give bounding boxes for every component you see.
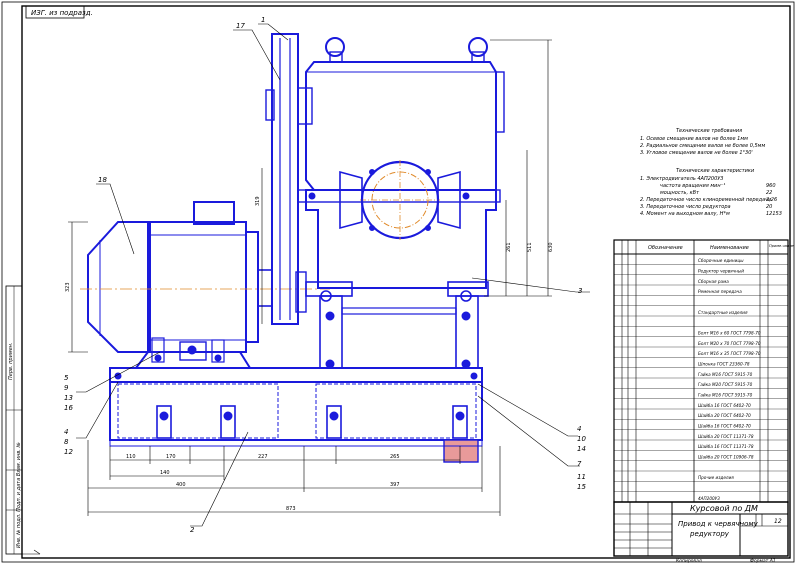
spec-row-text: Шайба 16 ГОСТ 6402-70 [698,403,751,408]
tech-char-value-4: 2,26 [766,197,777,203]
callout-8: 8 [64,438,69,446]
dim-base-170: 170 [166,454,176,460]
tech-req-line-1: 1. Осевое смещение валов не более 1мм [640,136,748,142]
dim-gear-h1: 261 [506,242,512,252]
spec-header-name: Наименование [710,245,749,251]
spec-row-text: Прочие изделия [698,475,734,480]
title-block: Курсовой по ДМ Привод к червячному редук… [613,501,789,557]
tech-char-value-5: 20 [766,204,772,210]
tech-char-label-5: 3. Передаточное число редуктора [640,204,731,210]
callout-17: 17 [236,22,245,30]
tech-char-label-1: 1. Электродвигатель 4АП200У3 [640,176,724,182]
callout-4-left: 4 [64,428,68,436]
spec-row-text: Стандартные изделия [698,310,748,315]
spec-header-designation: Обозначение [648,245,683,251]
dimension-labels: 323 319 261 511 630 110 170 227 265 140 … [65,196,554,512]
spec-row-text: 4АП200У3 [698,496,720,501]
spec-row-text: Болт М16 х 35 ГОСТ 7798-70 [698,351,761,356]
callout-18: 18 [98,176,107,184]
spec-row-text: Шайба 16 ГОСТ 11371-78 [698,444,754,449]
callout-12: 12 [64,448,73,456]
dim-base-397: 397 [390,482,400,488]
left-strip: Перв. примен. Инв. № подл. Подп. и дата … [5,285,23,555]
left-strip-label-2: Инв. № подл. Подп. и дата Взам. инв. № [16,442,22,548]
callout-9: 9 [64,384,69,392]
callout-leaders [76,23,590,527]
callout-7: 7 [577,460,582,468]
spec-row-text: Шайба 20 ГОСТ 10906-78 [698,454,754,459]
belt-drive [265,33,313,325]
dim-base-110: 110 [126,454,136,460]
dim-total-873: 873 [286,506,296,512]
dim-base-265: 265 [390,454,400,460]
spec-row-text: Сборочные единицы [698,258,744,263]
dim-base-140: 140 [160,470,170,476]
tech-char-value-2: 960 [766,183,776,189]
callout-11: 11 [577,473,586,481]
footer: Копировал Формат А1 [676,558,776,564]
dim-gear-h3: 630 [548,242,554,252]
callout-10: 10 [577,435,586,443]
title-name-line-2: редуктору [689,530,730,538]
title-name-line-1: Привод к червячному [678,520,759,528]
tech-char-label-6: 4. Момент на выходном валу, Н*м [640,211,730,217]
spec-row-text: Шпонка ГОСТ 23360-78 [698,361,750,366]
dim-motor-height: 323 [65,282,71,292]
spec-row-text: Гайка М16 ГОСТ 5915-70 [698,372,753,377]
frame-bolts [156,405,468,439]
callout-15: 15 [577,483,586,491]
left-strip-label-1: Перв. примен. [8,342,14,380]
title-sheet-number: 12 [774,518,782,525]
tech-char-value-6: 12153 [766,211,782,217]
footer-right: Формат А1 [750,558,776,564]
spec-row-text: Гайка М20 ГОСТ 5915-70 [698,382,753,387]
footer-left: Копировал [676,558,702,564]
callout-5: 5 [64,374,69,382]
spec-row-text: Шайба 16 ГОСТ 6402-70 [698,423,751,428]
tech-char-value-3: 22 [766,190,772,196]
spec-row-text: Шайба 20 ГОСТ 6402-70 [698,413,751,418]
dim-base-400: 400 [176,482,186,488]
tech-req-title: Технические требования [676,128,742,134]
spec-row-text: Сборная рама [698,279,729,284]
spec-row-text: Гайка М16 ГОСТ 5915-70 [698,392,753,397]
tech-req-line-3: 3. Угловое смещение валов не более 1°30' [640,150,753,156]
tech-req-line-2: 2. Радиальное смещение валов не более 0,… [640,143,765,149]
callout-1: 1 [261,16,265,24]
callout-labels: 17 1 18 2 3 7 4 10 14 11 15 5 9 13 16 4 … [64,16,586,534]
top-stamp-text: ИЗГ. из подразд. [31,9,93,17]
electric-motor [80,201,330,369]
spec-row-text: Болт М16 х 60 ГОСТ 7798-70 [698,330,761,335]
callout-13: 13 [64,394,73,402]
callout-3: 3 [578,287,582,295]
corner-mark [22,549,41,555]
technical-requirements: Технические требования 1. Осевое смещени… [640,128,765,156]
worm-gear-reducer [297,37,505,369]
spec-row-text: Редуктор червячный [698,268,744,273]
spec-row-text: Ременная передача [698,289,742,294]
spec-header-note: Приме-чание [769,244,795,248]
tech-char-label-3: мощность, кВт [660,190,700,196]
top-stamp: ИЗГ. из подразд. [25,5,93,19]
tech-char-label-2: частота вращения мин⁻¹ [660,183,725,189]
callout-2: 2 [190,526,195,534]
dim-gear-h2: 511 [527,242,533,252]
dim-base-227: 227 [258,454,268,460]
spec-row-text: Болт М20 х 70 ГОСТ 7798-70 [698,341,761,346]
callout-4-right: 4 [577,425,581,433]
technical-characteristics: Технические характеристики 1. Электродви… [640,168,782,217]
callout-16: 16 [64,404,73,412]
title-project: Курсовой по ДМ [690,504,758,513]
spec-row-text: Шайба 20 ГОСТ 11371-78 [698,434,754,439]
tech-char-label-4: 2. Передаточное число клиноременной пере… [640,197,772,203]
tech-char-title: Технические характеристики [676,168,755,174]
callout-14: 14 [577,445,586,453]
dimensions [68,39,552,516]
base-frame [109,367,483,463]
dim-pulley-height: 319 [255,196,261,206]
